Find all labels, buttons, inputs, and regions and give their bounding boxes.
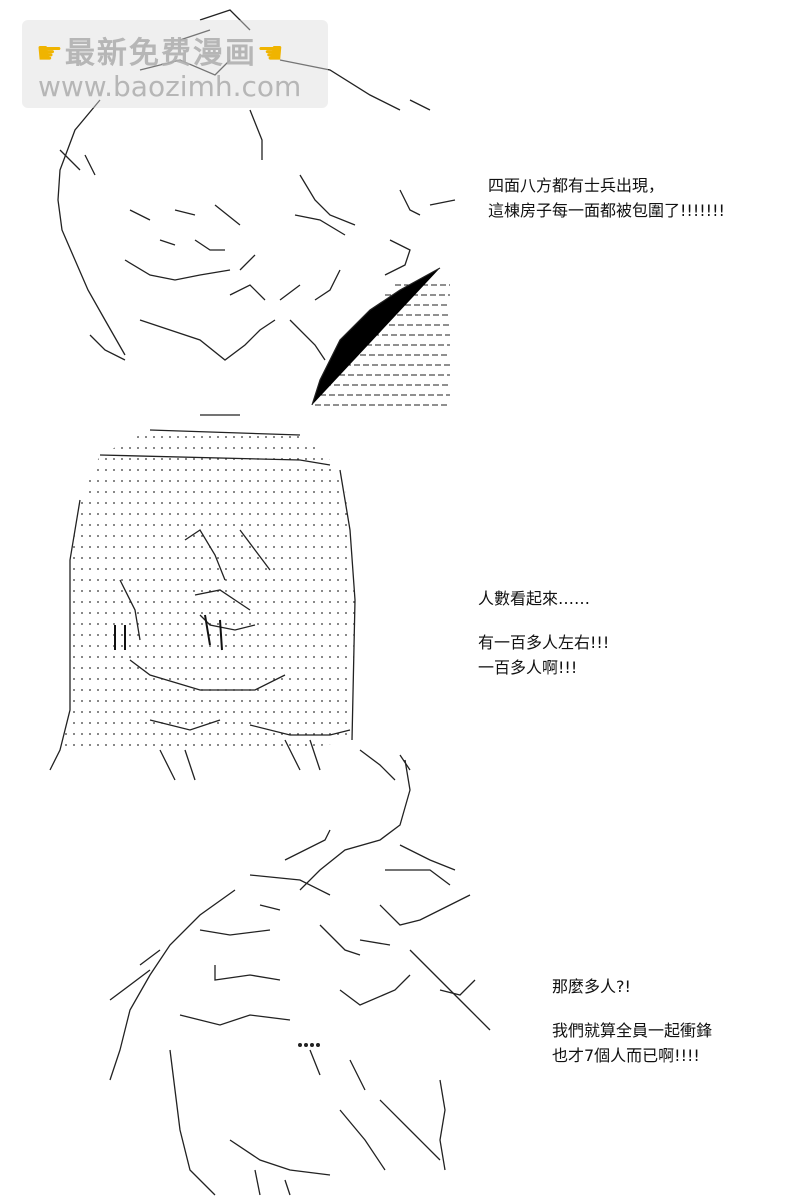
watermark-url: www.baozimh.com (38, 70, 302, 103)
caption-line: 那麼多人?! (552, 977, 631, 996)
panel1-artwork (57, 9, 456, 406)
caption-line: 我們就算全員一起衝鋒 (552, 1021, 713, 1040)
panel3-artwork (109, 759, 491, 1196)
caption-line: 四面八方都有士兵出現， (488, 176, 665, 195)
caption-panel1: 四面八方都有士兵出現， 這棟房子每一面都被包圍了!!!!!!! (488, 173, 725, 223)
pointing-hand-icon: ☛ (36, 36, 65, 71)
watermark-title-text: 最新免费漫画 (64, 36, 257, 71)
caption-line: 這棟房子每一面都被包圍了!!!!!!! (488, 201, 725, 220)
caption-line: 人數看起來…… (478, 589, 591, 608)
watermark: ☛最新免费漫画☚ www.baozimh.com (22, 20, 328, 108)
caption-line: 也才7個人而已啊!!!! (552, 1046, 700, 1065)
panel2-artwork (49, 414, 411, 781)
caption-line: 有一百多人左右!!! (478, 633, 610, 652)
caption-panel2: 人數看起來…… 有一百多人左右!!! 一百多人啊!!! (478, 586, 609, 680)
pointing-hand-icon: ☚ (256, 36, 286, 71)
watermark-title: ☛最新免费漫画☚ (36, 28, 286, 72)
caption-panel3: 那麼多人?! 我們就算全員一起衝鋒 也才7個人而已啊!!!! (552, 974, 712, 1068)
caption-line: 一百多人啊!!! (478, 658, 578, 677)
